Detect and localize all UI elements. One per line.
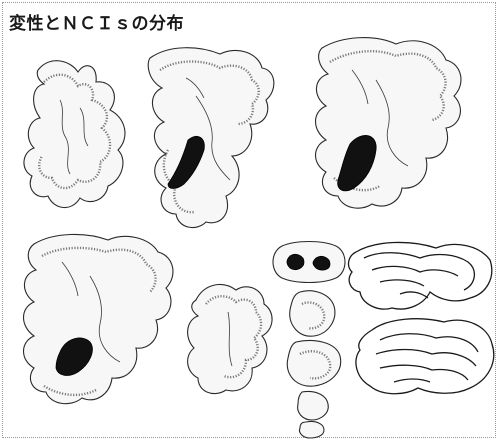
section-cerebellum-lower (356, 319, 494, 394)
section-bottom-left (24, 234, 173, 403)
section-top-right (316, 38, 461, 209)
section-brainstem (273, 242, 345, 439)
section-occipital (188, 285, 272, 394)
section-top-middle (148, 48, 274, 228)
section-frontal-pole (24, 61, 125, 208)
section-cerebellum-upper (349, 242, 492, 309)
